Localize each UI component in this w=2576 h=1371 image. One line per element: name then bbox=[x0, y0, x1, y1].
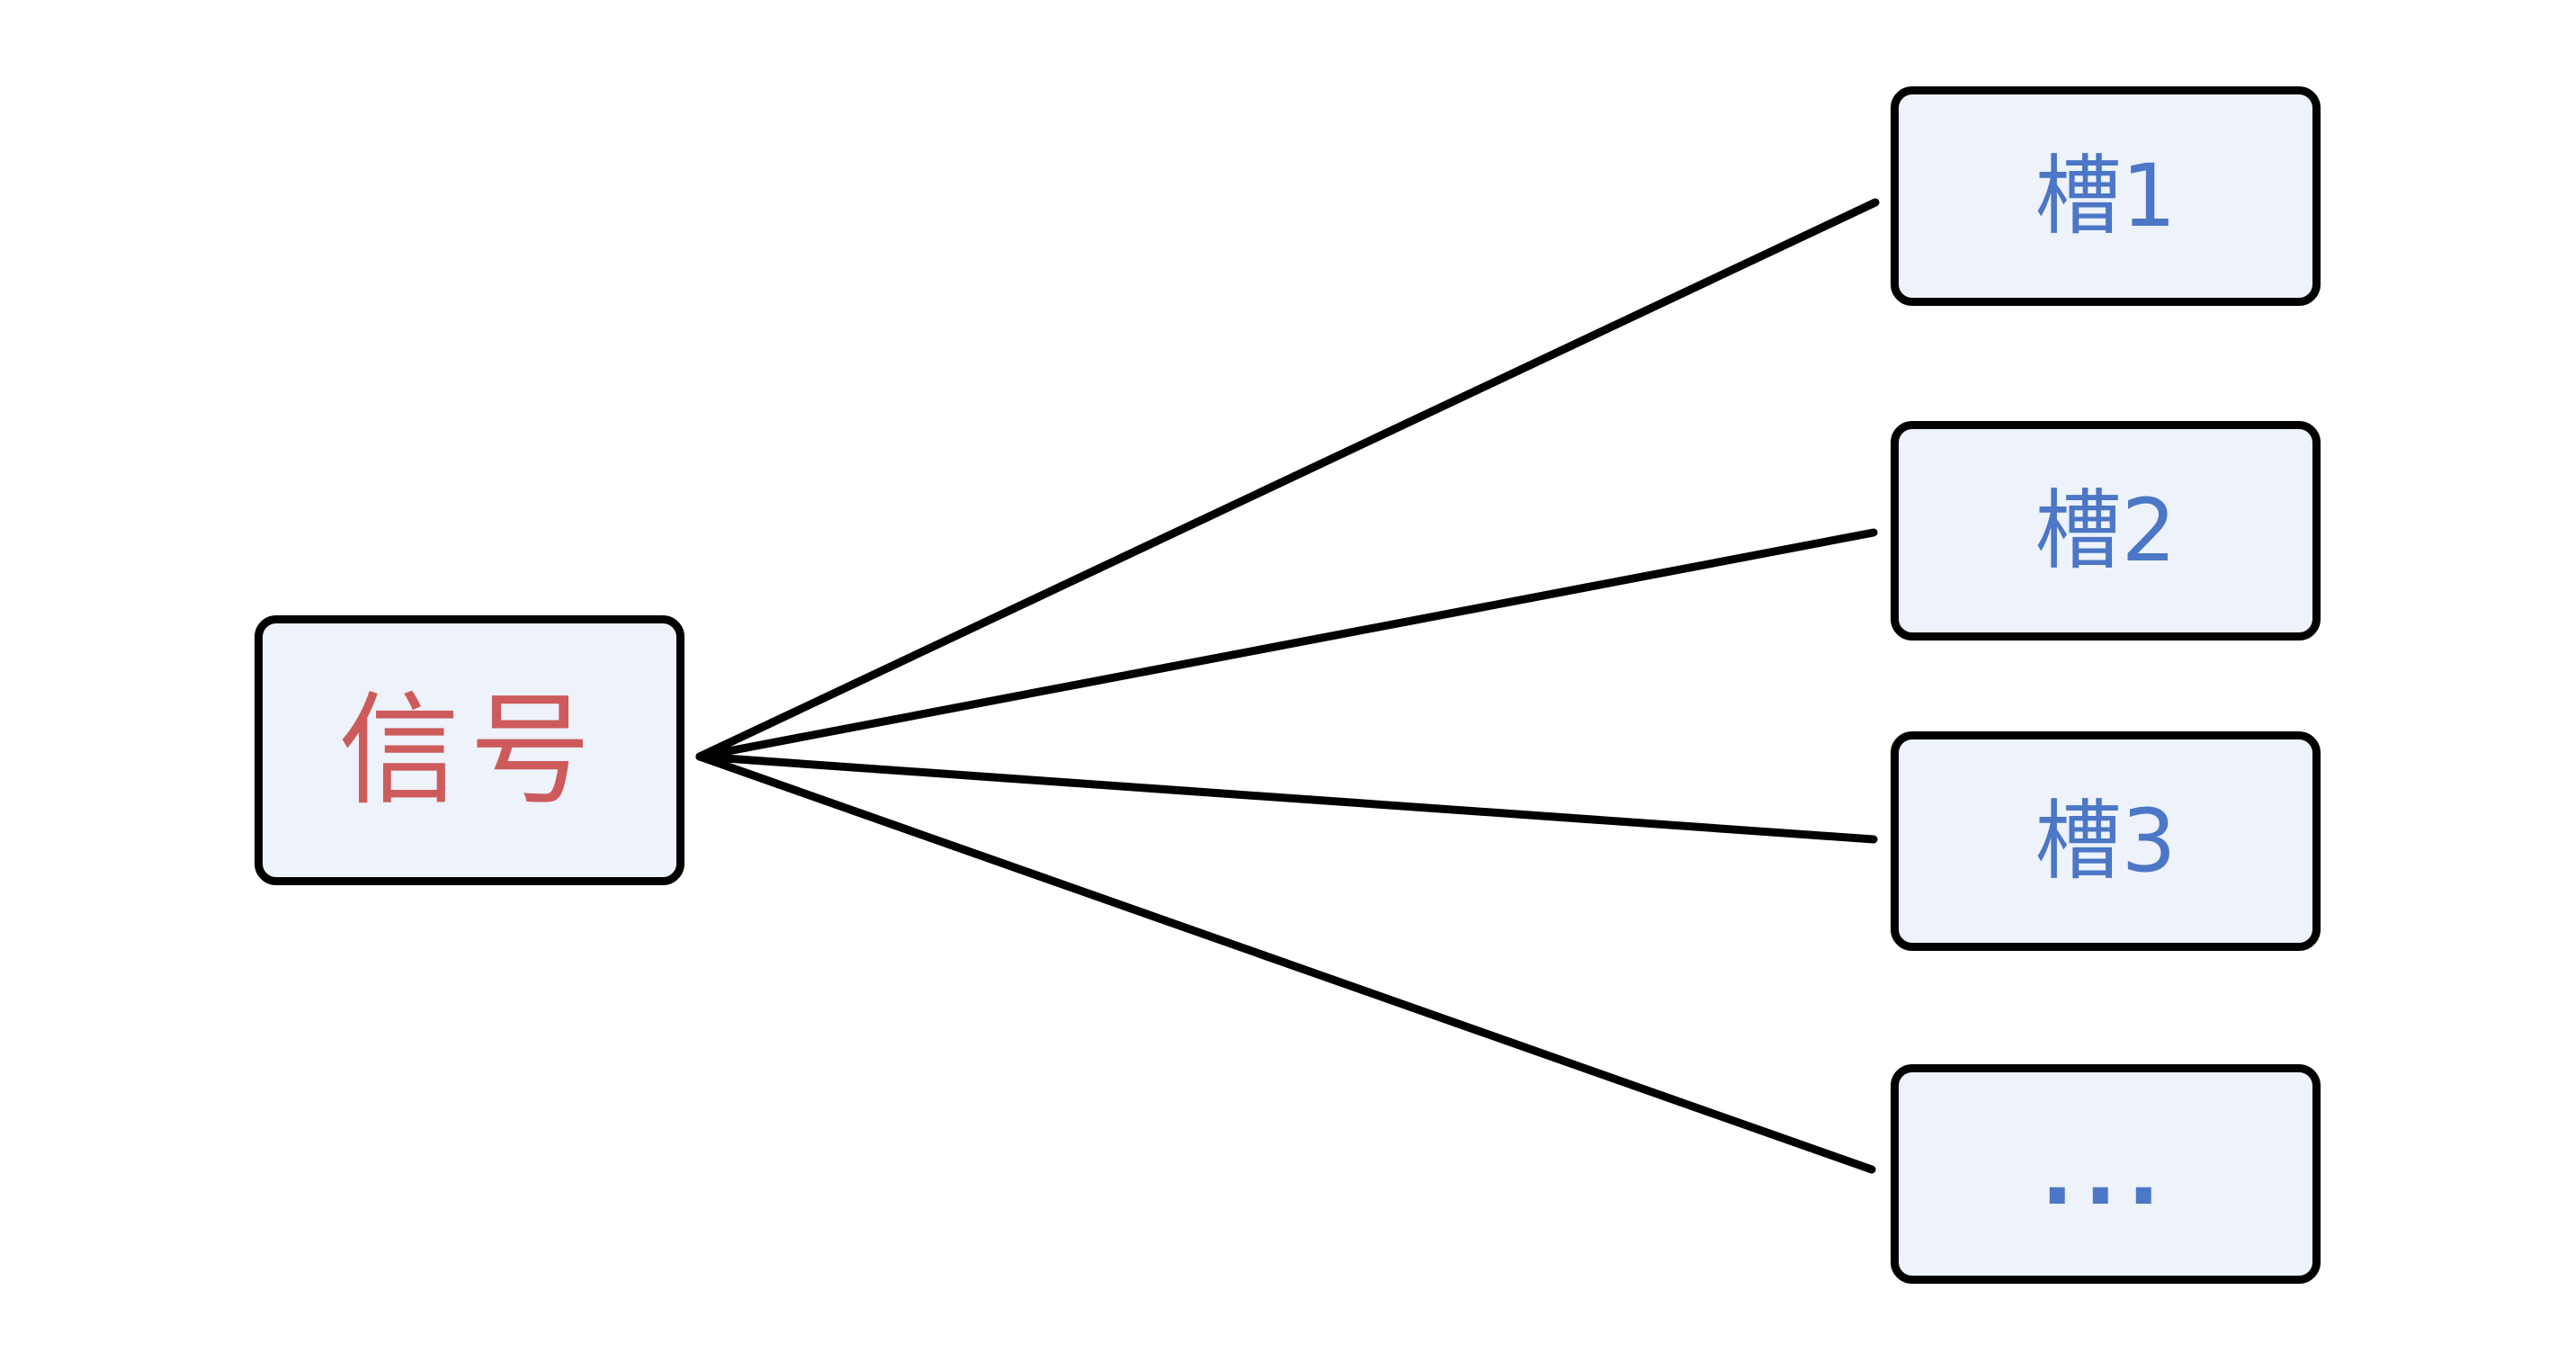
slot-node-3: 槽3 bbox=[1891, 731, 2321, 951]
slot-node-2-label: 槽2 bbox=[2035, 480, 2177, 581]
slot-node-3-label: 槽3 bbox=[2035, 791, 2177, 892]
connection-line-signal-to-slot1 bbox=[695, 198, 1880, 761]
signal-node-label: 信号 bbox=[338, 679, 601, 821]
connection-line-signal-to-slot-ellipsis bbox=[695, 752, 1876, 1174]
connection-line-signal-to-slot2 bbox=[695, 528, 1878, 761]
slot-node-1-label: 槽1 bbox=[2035, 146, 2177, 246]
slot-node-ellipsis: ... bbox=[1891, 1064, 2321, 1284]
signal-node: 信号 bbox=[255, 615, 684, 885]
slot-node-2: 槽2 bbox=[1891, 421, 2321, 641]
slot-node-ellipsis-label: ... bbox=[2041, 1124, 2170, 1224]
connection-line-signal-to-slot3 bbox=[695, 752, 1878, 844]
slot-node-1: 槽1 bbox=[1891, 86, 2321, 306]
